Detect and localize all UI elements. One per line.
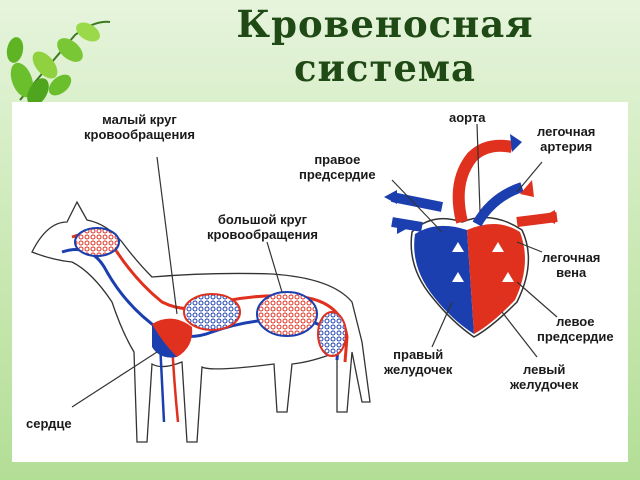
large-heart <box>384 134 558 338</box>
label-right-ventricle-line-2: желудочек <box>384 362 453 377</box>
label-big-circle: большой круг кровообращения <box>207 212 318 242</box>
label-right-atrium-line-2: предсердие <box>299 167 376 182</box>
label-pulmonary-artery-line-1: легочная <box>537 124 596 139</box>
label-big-circle-line-2: кровообращения <box>207 227 318 242</box>
dog-heart <box>152 318 193 358</box>
label-aorta: аорта <box>449 110 486 125</box>
label-right-atrium: правое предсердие <box>299 152 376 182</box>
label-right-ventricle-line-1: правый <box>393 347 444 362</box>
label-small-circle-line-1: малый круг <box>102 112 177 127</box>
label-left-atrium-line-1: левое <box>556 314 595 329</box>
label-pulmonary-vein-line-1: легочная <box>542 250 601 265</box>
dog-outline <box>31 200 371 443</box>
label-left-atrium-line-2: предсердие <box>537 329 614 344</box>
diagram-panel: малый круг кровообращения аорта легочная… <box>12 102 628 462</box>
circulation-diagram <box>31 123 558 443</box>
organ-capillaries <box>256 291 318 337</box>
leaf-icon <box>6 20 111 106</box>
label-pulmonary-artery-line-2: артерия <box>540 139 593 154</box>
label-aorta-line-1: аорта <box>449 110 486 125</box>
title-line-1: Кровеносная <box>236 2 534 46</box>
label-pulmonary-vein: легочная вена <box>542 250 600 280</box>
label-right-ventricle: правый желудочек <box>384 347 452 377</box>
label-left-ventricle-line-1: левый <box>523 362 566 377</box>
head-capillaries <box>74 227 120 257</box>
label-heart-line-1: сердце <box>26 416 72 431</box>
label-pulmonary-artery: легочная артерия <box>537 124 595 154</box>
label-right-atrium-line-1: правое <box>314 152 361 167</box>
slide-title: Кровеносная система <box>150 2 620 90</box>
label-left-atrium: левое предсердие <box>537 314 614 344</box>
lung-capillaries <box>183 293 241 331</box>
label-small-circle: малый круг кровообращения <box>84 112 195 142</box>
label-left-ventricle: левый желудочек <box>510 362 578 392</box>
label-small-circle-line-2: кровообращения <box>84 127 195 142</box>
label-left-ventricle-line-2: желудочек <box>510 377 579 392</box>
hind-capillaries <box>317 311 347 357</box>
label-pulmonary-vein-line-2: вена <box>556 265 587 280</box>
label-big-circle-line-1: большой круг <box>217 212 308 227</box>
title-line-2: система <box>293 46 477 90</box>
label-heart: сердце <box>26 416 72 431</box>
